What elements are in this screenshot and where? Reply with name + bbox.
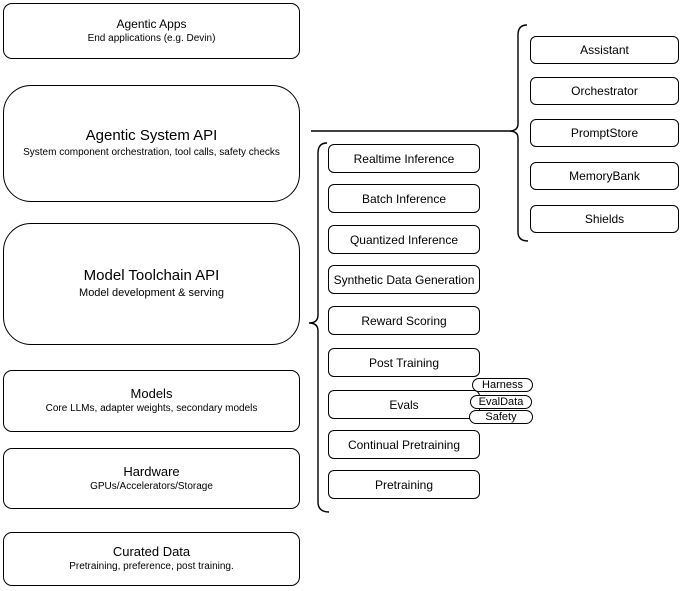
node-evals: Evals: [328, 390, 480, 419]
system-api-group-brace: [508, 24, 529, 242]
tag-safety: Safety: [469, 410, 533, 424]
node-agentic-system-api: Agentic System API System component orch…: [3, 85, 300, 202]
node-title: Curated Data: [112, 544, 191, 560]
node-synthetic-data-generation: Synthetic Data Generation: [328, 265, 480, 294]
tag-harness: Harness: [472, 378, 533, 392]
node-title: Agentic Apps: [116, 16, 187, 31]
node-realtime-inference: Realtime Inference: [328, 144, 480, 173]
tag-evaldata: EvalData: [470, 395, 532, 409]
node-assistant: Assistant: [530, 36, 679, 64]
node-reward-scoring: Reward Scoring: [328, 306, 480, 335]
node-subtitle: Core LLMs, adapter weights, secondary mo…: [45, 403, 258, 415]
node-post-training: Post Training: [328, 348, 480, 377]
node-hardware: Hardware GPUs/Accelerators/Storage: [3, 448, 300, 509]
node-quantized-inference: Quantized Inference: [328, 225, 480, 254]
node-subtitle: End applications (e.g. Devin): [87, 32, 216, 44]
node-curated-data: Curated Data Pretraining, preference, po…: [3, 532, 300, 586]
node-pretraining: Pretraining: [328, 470, 480, 499]
toolchain-group-brace: [308, 142, 330, 513]
node-subtitle: Model development & serving: [79, 286, 224, 299]
node-agentic-apps: Agentic Apps End applications (e.g. Devi…: [3, 3, 300, 59]
node-orchestrator: Orchestrator: [530, 77, 679, 105]
node-title: Model Toolchain API: [83, 267, 220, 285]
node-title: Hardware: [123, 463, 180, 479]
node-models: Models Core LLMs, adapter weights, secon…: [3, 370, 300, 432]
node-promptstore: PromptStore: [530, 119, 679, 147]
node-subtitle: System component orchestration, tool cal…: [23, 147, 280, 159]
node-title: Agentic System API: [85, 127, 218, 145]
node-subtitle: Pretraining, preference, post training.: [69, 561, 234, 573]
node-model-toolchain-api: Model Toolchain API Model development & …: [3, 223, 300, 345]
node-shields: Shields: [530, 205, 679, 233]
node-memorybank: MemoryBank: [530, 162, 679, 190]
node-subtitle: GPUs/Accelerators/Storage: [90, 480, 213, 492]
node-continual-pretraining: Continual Pretraining: [328, 430, 480, 459]
node-batch-inference: Batch Inference: [328, 184, 480, 213]
node-title: Models: [130, 386, 173, 402]
